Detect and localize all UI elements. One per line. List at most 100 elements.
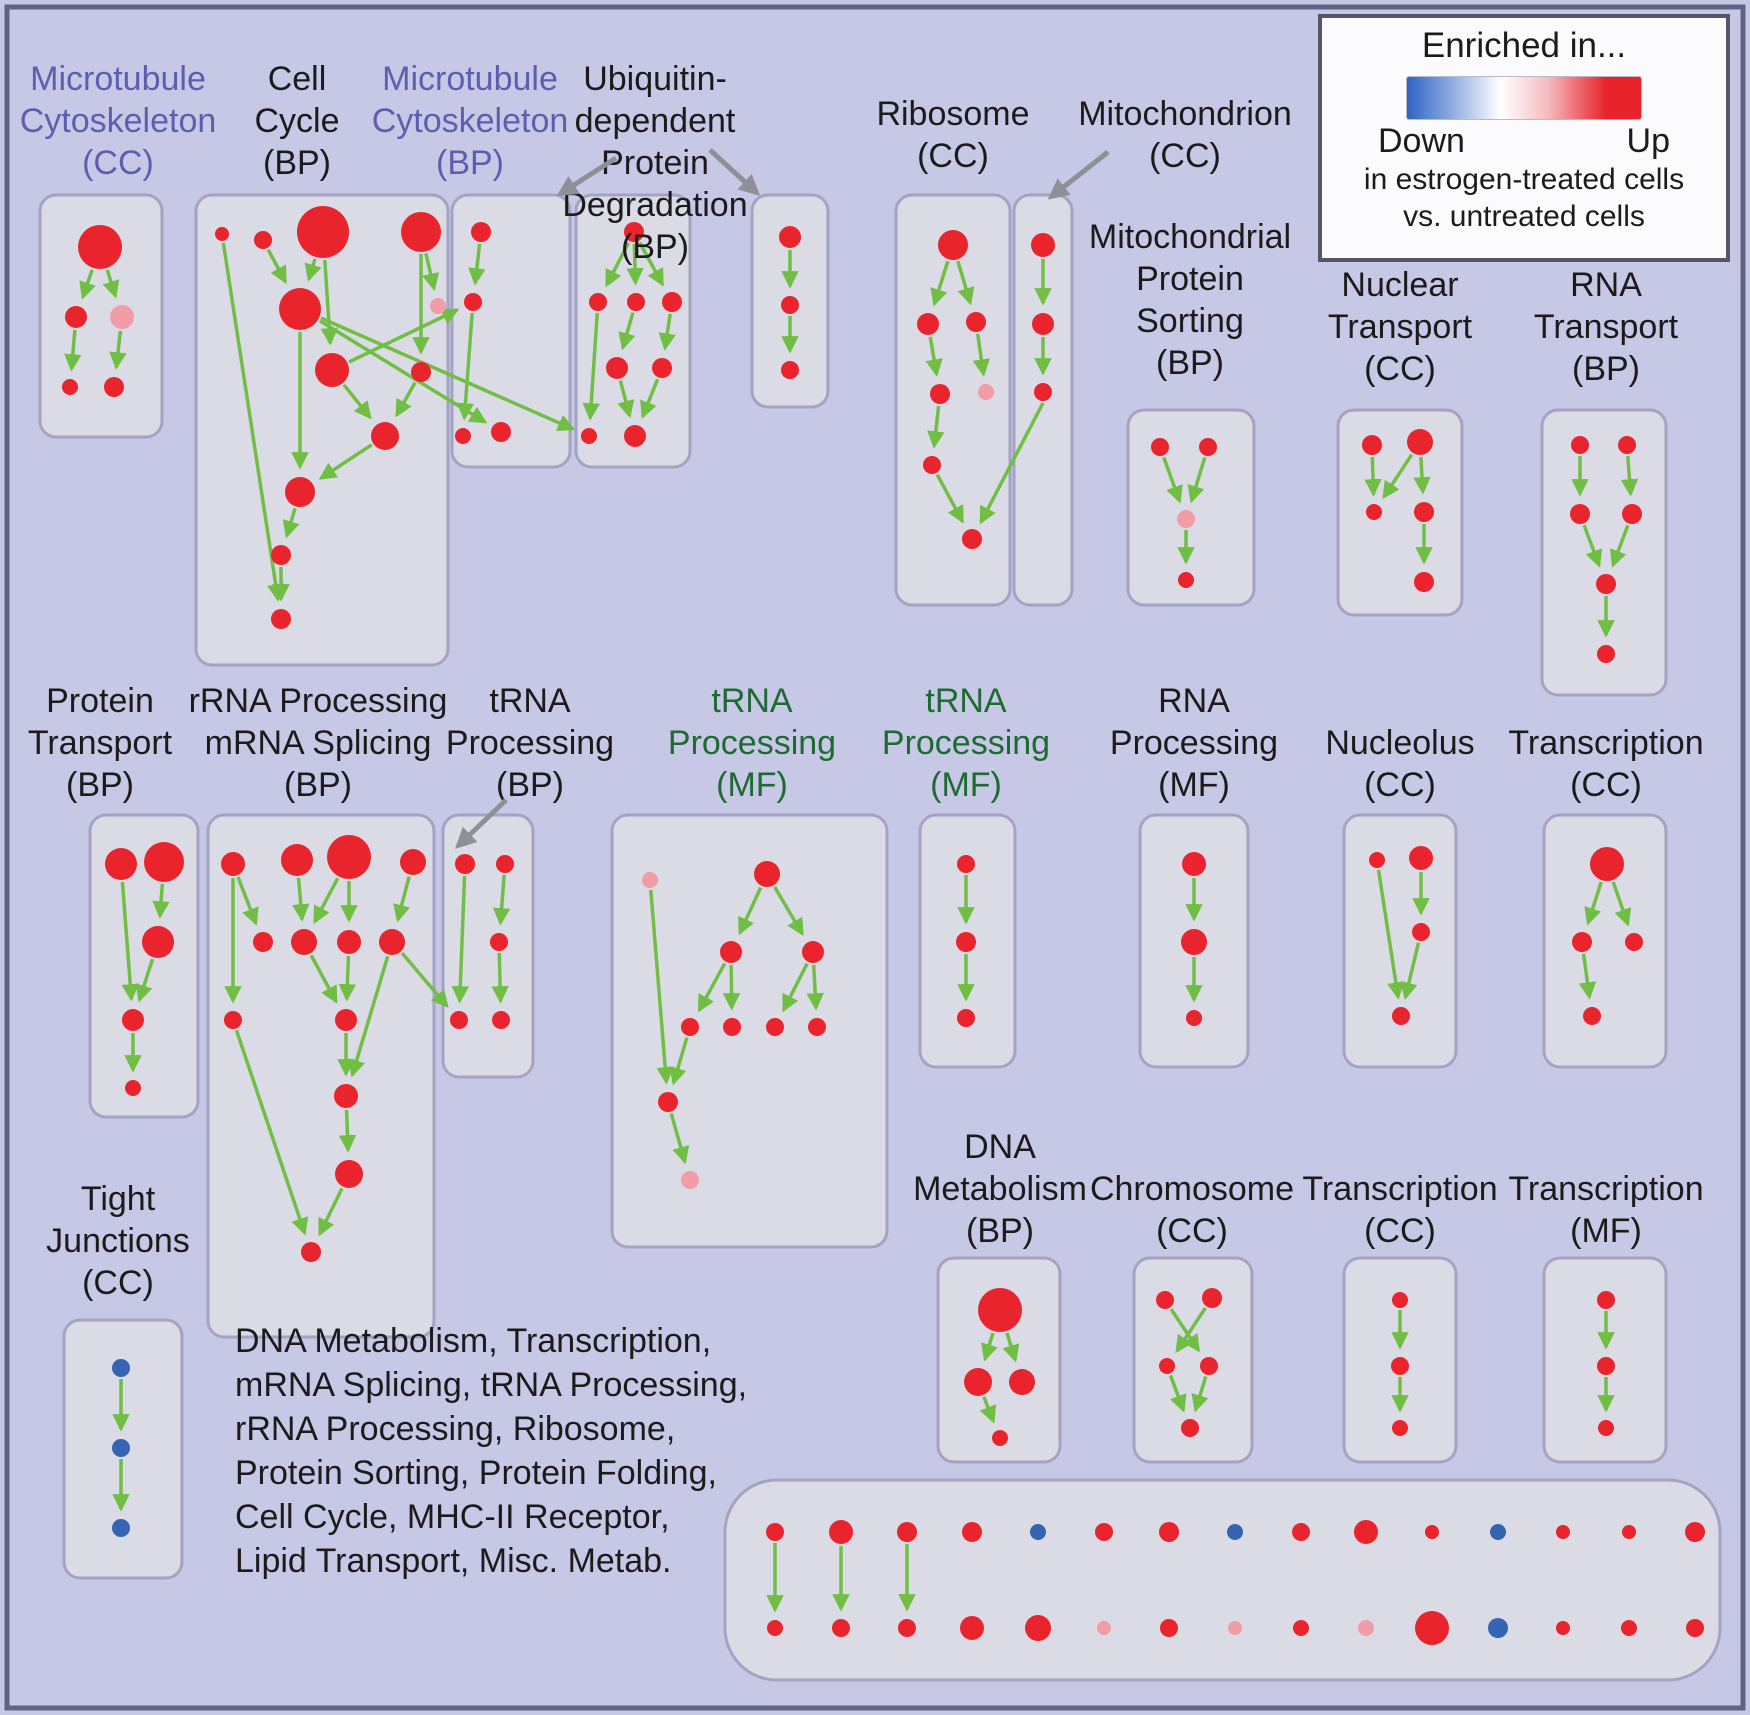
protein-transport-bp-label: Transport <box>28 724 173 762</box>
cell-cycle-bp-label: (BP) <box>263 144 331 182</box>
go-term-node <box>1598 1420 1614 1436</box>
go-term-node <box>1490 1524 1506 1540</box>
microtubule-cc-box <box>38 193 164 439</box>
regulation-edge <box>605 241 631 288</box>
go-term-node <box>112 1519 130 1537</box>
go-term-node <box>492 1011 510 1029</box>
ubiquitin-degradation-bp-label: Ubiquitin- <box>583 60 727 98</box>
go-term-node <box>215 227 229 241</box>
go-term-node <box>1685 1522 1705 1542</box>
go-term-node <box>112 1359 130 1377</box>
nucleolus-cc-box <box>1342 813 1458 1069</box>
go-term-node <box>1097 1621 1111 1635</box>
go-term-node <box>1572 932 1592 952</box>
go-term-node <box>1556 1621 1570 1635</box>
rna-transport-bp-label: (BP) <box>1572 350 1640 388</box>
regulation-edge <box>782 962 809 1013</box>
go-term-node <box>224 1011 242 1029</box>
regulation-edge <box>338 1109 357 1153</box>
regulation-edge <box>64 329 82 372</box>
go-term-node <box>642 872 658 888</box>
nucleolus-cc-label: (CC) <box>1364 766 1436 804</box>
go-term-node <box>1182 852 1206 876</box>
chromosome-cc-label: Chromosome <box>1090 1170 1294 1208</box>
regulation-edge <box>618 312 636 351</box>
regulation-edge <box>79 269 96 300</box>
go-term-node <box>754 861 780 887</box>
regulation-edge <box>393 876 411 923</box>
go-term-node <box>1409 846 1433 870</box>
go-term-node <box>1618 436 1636 454</box>
go-term-node <box>271 545 291 565</box>
regulation-edge <box>1168 1374 1187 1413</box>
go-term-node <box>662 292 682 312</box>
mitochondrion-cc-label: (CC) <box>1149 137 1221 175</box>
cell-cycle-bp-label: Cycle <box>254 102 339 140</box>
regulation-edge <box>152 883 170 919</box>
go-term-node <box>315 353 349 387</box>
go-term-node <box>1597 1357 1615 1375</box>
go-term-node <box>808 1018 826 1036</box>
cross-cluster-edge <box>400 951 449 1009</box>
go-term-node <box>1583 1007 1601 1025</box>
go-term-node <box>455 854 475 874</box>
regulation-edge <box>266 248 287 284</box>
go-term-node <box>105 848 137 880</box>
go-term-node <box>335 1160 363 1188</box>
go-term-node <box>1362 435 1382 455</box>
dna-metabolism-bp-label: (BP) <box>966 1212 1034 1250</box>
go-term-node <box>490 933 508 951</box>
go-term-node <box>142 926 174 958</box>
go-term-node <box>1354 1520 1378 1544</box>
ubiquitin-degradation-bp-label: Protein <box>601 144 709 182</box>
go-term-node <box>1407 429 1433 455</box>
regulation-edge <box>773 886 804 937</box>
go-term-node <box>271 609 291 629</box>
go-term-node <box>624 425 646 447</box>
go-term-node <box>681 1171 699 1189</box>
go-term-node <box>450 1011 468 1029</box>
regulation-edge <box>282 507 300 539</box>
trna-processing-bp-label: (BP) <box>496 766 564 804</box>
label-pointer-arrow <box>556 155 618 197</box>
ribosome-cc-label: Ribosome <box>876 95 1029 133</box>
go-term-node <box>627 293 645 311</box>
go-term-node <box>957 1009 975 1027</box>
legend-subtitle-line1: in estrogen-treated cells <box>1363 163 1685 196</box>
transcription-mf-label: (MF) <box>1570 1212 1642 1250</box>
go-term-node <box>1625 933 1643 951</box>
regulation-edge <box>451 875 470 1004</box>
regulation-edge <box>979 1396 997 1424</box>
go-term-node <box>1392 1007 1410 1025</box>
regulation-edge <box>422 253 440 292</box>
microtubule-bp-label: (BP) <box>436 144 504 182</box>
go-term-node <box>62 379 78 395</box>
mixed-functions-list-label: rRNA Processing, Ribosome, <box>235 1410 675 1448</box>
label-pointer-arrow <box>454 798 508 849</box>
go-term-node <box>1596 574 1616 594</box>
go-term-node <box>1597 645 1615 663</box>
dna-metabolism-bp-label: Metabolism <box>913 1170 1087 1208</box>
mitochondrial-protein-sorting-bp-label: (BP) <box>1156 344 1224 382</box>
regulation-edge <box>640 378 660 419</box>
regulation-edge <box>1400 942 1421 1001</box>
label-pointer-arrow <box>1047 150 1110 200</box>
cross-cluster-edge <box>319 319 488 424</box>
ribosome-cc-label: (CC) <box>917 137 989 175</box>
microtubule-cc-label: (CC) <box>82 144 154 182</box>
go-term-node <box>1032 313 1054 335</box>
go-term-node <box>829 1520 853 1544</box>
go-term-node <box>1369 852 1385 868</box>
rrna-processing-mrna-splicing-bp-label: (BP) <box>284 766 352 804</box>
go-term-node <box>767 1620 783 1636</box>
transcription-cc-1-box <box>1542 813 1668 1069</box>
cross-cluster-edge <box>320 316 576 432</box>
go-term-node <box>897 1522 917 1542</box>
go-term-node <box>253 932 273 952</box>
legend-gradient-bar <box>1406 76 1642 120</box>
go-term-node <box>898 1619 916 1637</box>
regulation-edge <box>313 877 340 924</box>
go-term-node <box>723 1018 741 1036</box>
go-term-node <box>1366 504 1382 520</box>
